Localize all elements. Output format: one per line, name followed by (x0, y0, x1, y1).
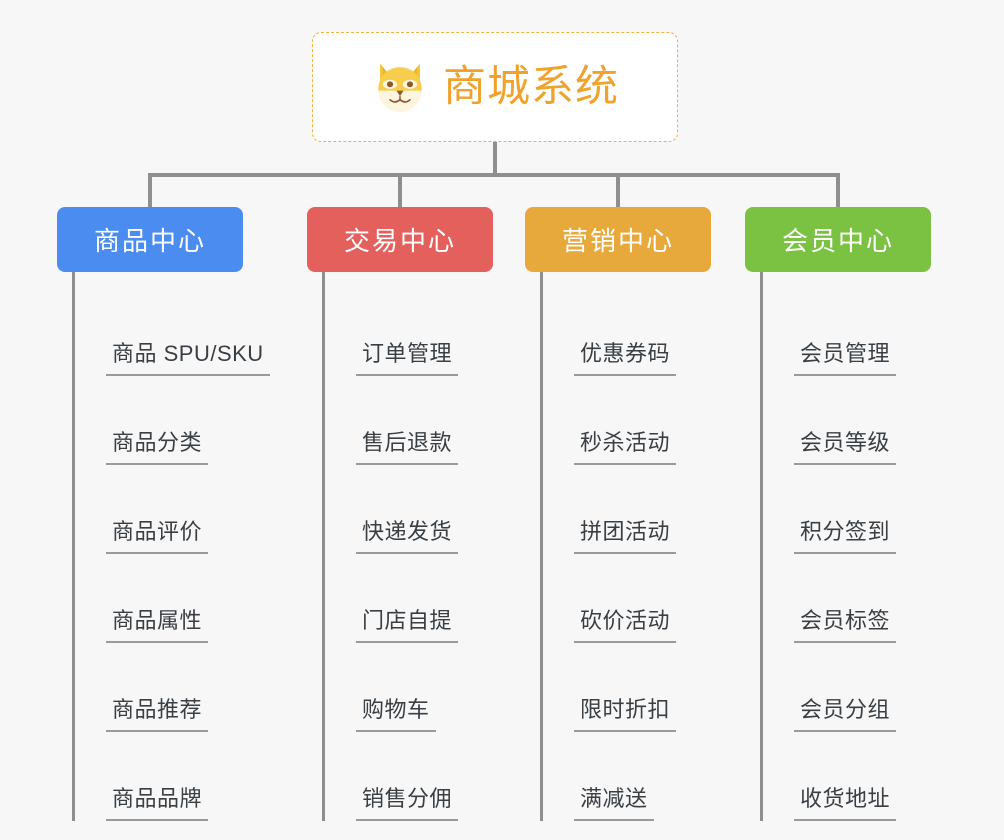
category-label: 商品中心 (93, 226, 206, 256)
leaf-label: 门店自提 (356, 610, 459, 643)
leaf-label: 限时折扣 (574, 699, 677, 732)
list-item[interactable]: 会员分组 (763, 643, 897, 732)
list-item[interactable]: 售后退款 (325, 376, 459, 465)
leaf-list-trade: 订单管理 售后退款 快递发货 门店自提 购物车 销售分佣 (322, 287, 459, 821)
category-header-marketing[interactable]: 营销中心 (525, 207, 711, 272)
shiba-inu-icon (378, 63, 422, 113)
root-node-mall-system[interactable]: 商城系统 (312, 32, 678, 142)
connector-branch-2 (398, 173, 402, 209)
leaf-label: 会员等级 (794, 432, 897, 465)
list-item[interactable]: 商品 SPU/SKU (75, 287, 270, 376)
list-item[interactable]: 收货地址 (763, 732, 897, 821)
list-item[interactable]: 商品分类 (75, 376, 270, 465)
leaf-label: 商品 SPU/SKU (106, 343, 270, 376)
leaf-label: 拼团活动 (574, 521, 677, 554)
leaf-label: 会员管理 (794, 343, 897, 376)
connector-category-stem (760, 272, 763, 294)
category-column-member: 会员中心 会员管理 会员等级 积分签到 会员标签 会员分组 收货地址 (745, 207, 931, 821)
connector-category-stem (72, 272, 75, 294)
leaf-list-marketing: 优惠券码 秒杀活动 拼团活动 砍价活动 限时折扣 满减送 (540, 287, 677, 821)
leaf-list-member: 会员管理 会员等级 积分签到 会员标签 会员分组 收货地址 (760, 287, 897, 821)
leaf-label: 商品分类 (106, 432, 209, 465)
list-item[interactable]: 优惠券码 (543, 287, 677, 376)
leaf-label: 满减送 (574, 788, 654, 821)
category-column-product: 商品中心 商品 SPU/SKU 商品分类 商品评价 商品属性 商品推荐 商品品牌 (57, 207, 270, 821)
leaf-label: 会员标签 (794, 610, 897, 643)
category-column-marketing: 营销中心 优惠券码 秒杀活动 拼团活动 砍价活动 限时折扣 满减送 (525, 207, 711, 821)
category-header-product[interactable]: 商品中心 (57, 207, 243, 272)
leaf-label: 积分签到 (794, 521, 897, 554)
category-label: 交易中心 (343, 226, 456, 256)
leaf-label: 会员分组 (794, 699, 897, 732)
list-item[interactable]: 订单管理 (325, 287, 459, 376)
list-item[interactable]: 满减送 (543, 732, 676, 821)
list-item[interactable]: 快递发货 (325, 465, 459, 554)
connector-branch-4 (836, 173, 840, 209)
list-item[interactable]: 砍价活动 (543, 554, 677, 643)
connector-root-vertical (493, 142, 497, 176)
list-item[interactable]: 积分签到 (763, 465, 897, 554)
list-item[interactable]: 销售分佣 (325, 732, 459, 821)
leaf-label: 购物车 (356, 699, 436, 732)
connector-category-stem (540, 272, 543, 294)
leaf-label: 商品评价 (106, 521, 209, 554)
connector-branch-3 (616, 173, 620, 209)
leaf-label: 商品推荐 (106, 699, 209, 732)
connector-horizontal-bus (148, 173, 840, 177)
list-item[interactable]: 门店自提 (325, 554, 459, 643)
list-item[interactable]: 商品品牌 (75, 732, 270, 821)
category-label: 会员中心 (781, 226, 894, 256)
leaf-label: 销售分佣 (356, 788, 459, 821)
list-item[interactable]: 会员标签 (763, 554, 897, 643)
leaf-label: 售后退款 (356, 432, 459, 465)
category-column-trade: 交易中心 订单管理 售后退款 快递发货 门店自提 购物车 销售分佣 (307, 207, 493, 821)
leaf-label: 收货地址 (794, 788, 897, 821)
list-item[interactable]: 会员管理 (763, 287, 897, 376)
connector-category-stem (322, 272, 325, 294)
list-item[interactable]: 秒杀活动 (543, 376, 677, 465)
connector-branch-1 (148, 173, 152, 209)
leaf-label: 秒杀活动 (574, 432, 677, 465)
leaf-label: 商品属性 (106, 610, 209, 643)
list-item[interactable]: 拼团活动 (543, 465, 677, 554)
category-label: 营销中心 (561, 226, 674, 256)
category-header-member[interactable]: 会员中心 (745, 207, 931, 272)
leaf-label: 订单管理 (356, 343, 459, 376)
list-item[interactable]: 商品属性 (75, 554, 270, 643)
leaf-label: 商品品牌 (106, 788, 209, 821)
list-item[interactable]: 限时折扣 (543, 643, 677, 732)
leaf-list-product: 商品 SPU/SKU 商品分类 商品评价 商品属性 商品推荐 商品品牌 (72, 287, 270, 821)
list-item[interactable]: 商品评价 (75, 465, 270, 554)
list-item[interactable]: 购物车 (325, 643, 458, 732)
root-title: 商城系统 (443, 62, 619, 111)
list-item[interactable]: 商品推荐 (75, 643, 270, 732)
leaf-label: 砍价活动 (574, 610, 677, 643)
leaf-label: 优惠券码 (574, 343, 677, 376)
list-item[interactable]: 会员等级 (763, 376, 897, 465)
category-header-trade[interactable]: 交易中心 (307, 207, 493, 272)
leaf-label: 快递发货 (356, 521, 459, 554)
